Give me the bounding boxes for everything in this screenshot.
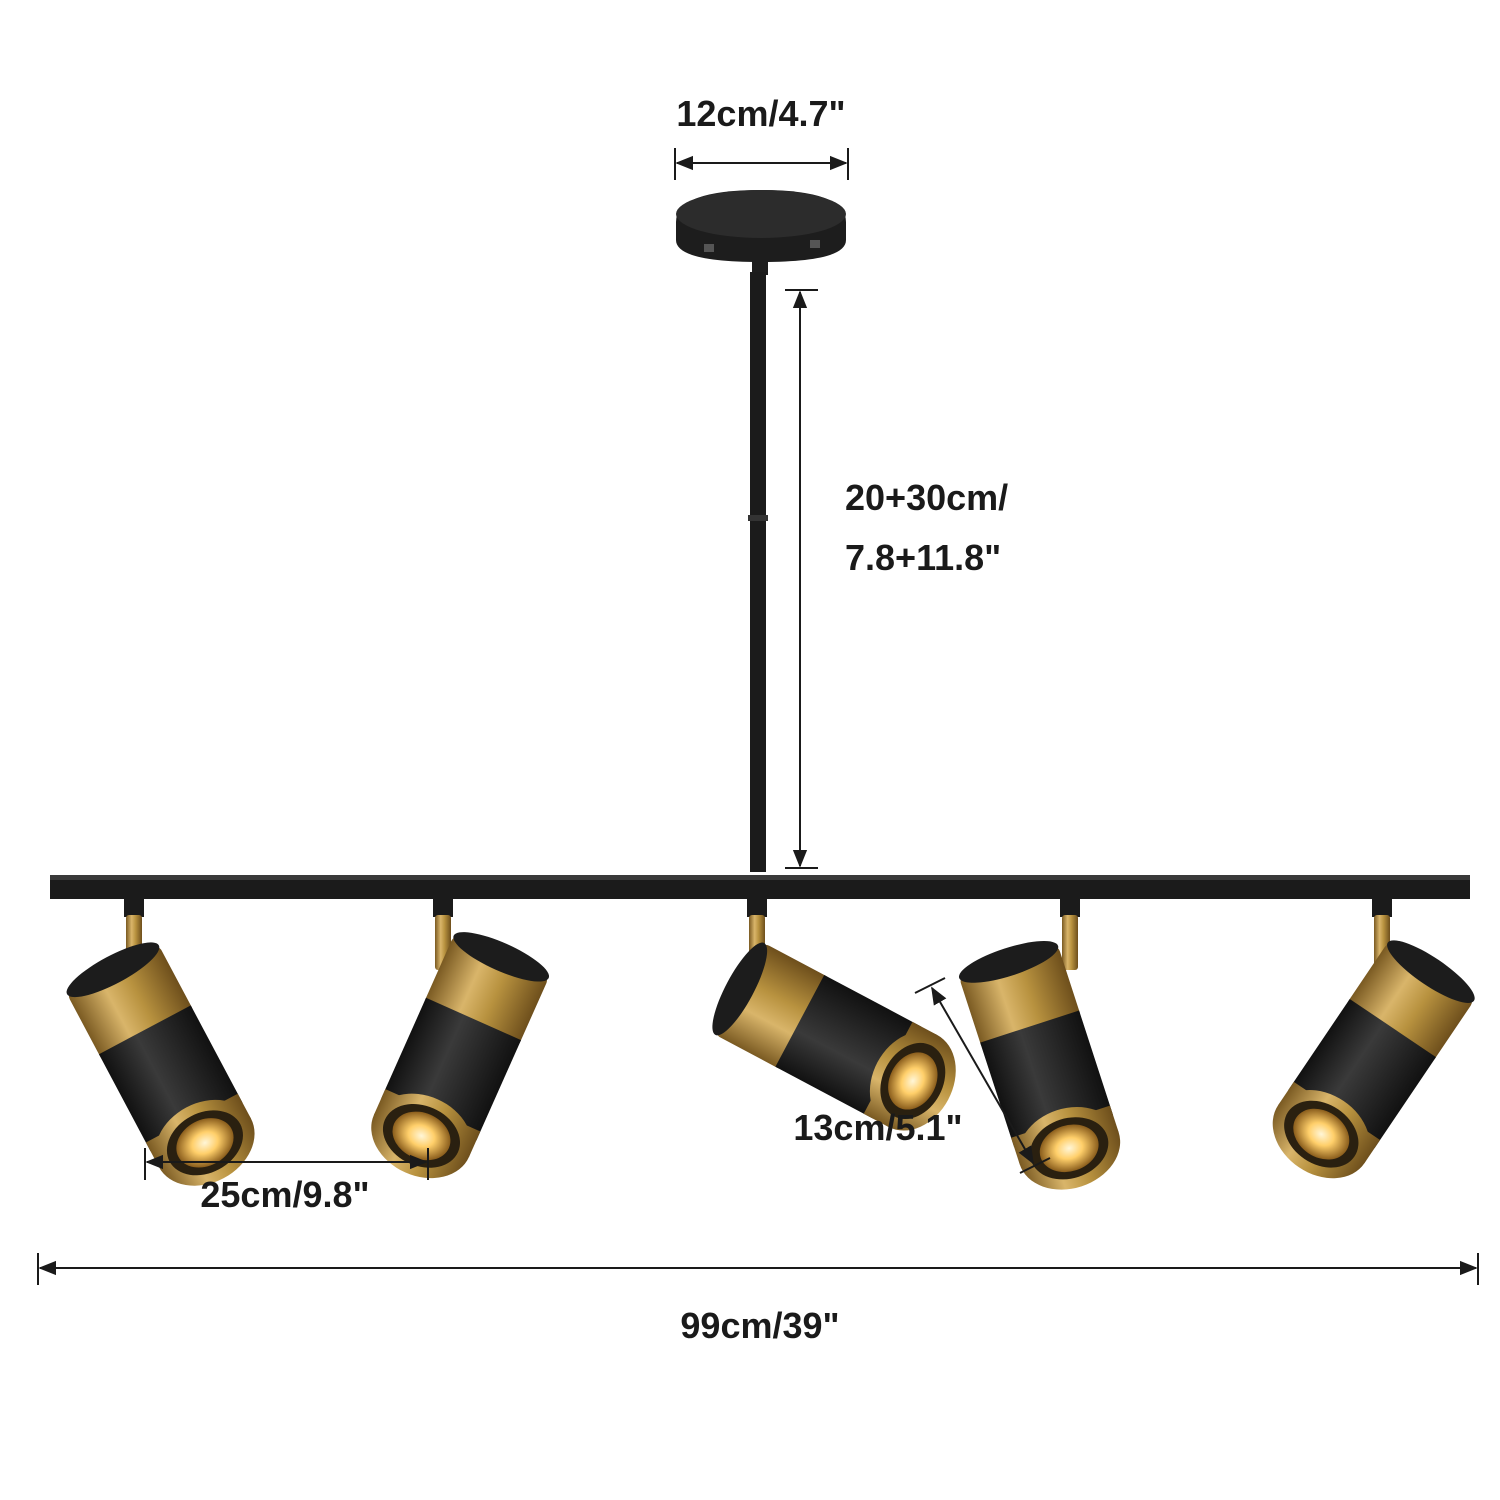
spot-3 [702, 899, 973, 1146]
spot-length-label: 13cm/5.1" [793, 1107, 962, 1148]
spot-2 [357, 899, 555, 1194]
track-bar [50, 875, 1470, 899]
rod-length-label-in: 7.8+11.8" [845, 537, 1001, 578]
ceiling-canopy [676, 190, 846, 275]
spot-dim-arrow [931, 986, 1034, 1165]
spot-spacing-label: 25cm/9.8" [200, 1174, 369, 1215]
down-rod [748, 272, 768, 872]
rod-joint [748, 515, 768, 521]
rod-length-dimension: 20+30cm/ 7.8+11.8" [785, 289, 1008, 869]
canopy-screw-right [810, 240, 820, 248]
spot-dim-tick-bottom [1019, 1157, 1051, 1174]
spot-1 [60, 899, 270, 1203]
canopy-screw-left [704, 244, 714, 252]
spot-4 [954, 899, 1132, 1203]
spot-length-dimension: 13cm/5.1" [793, 977, 1051, 1174]
spot-spacing-dimension: 25cm/9.8" [144, 1148, 429, 1215]
canopy-width-label: 12cm/4.7" [676, 93, 845, 134]
spot-dim-tick-top [914, 977, 946, 994]
total-width-label: 99cm/39" [680, 1305, 839, 1346]
canopy-width-dimension: 12cm/4.7" [674, 93, 849, 180]
spot-5 [1255, 899, 1482, 1197]
total-width-dimension: 99cm/39" [37, 1253, 1479, 1346]
rod-length-label-cm: 20+30cm/ [845, 477, 1008, 518]
